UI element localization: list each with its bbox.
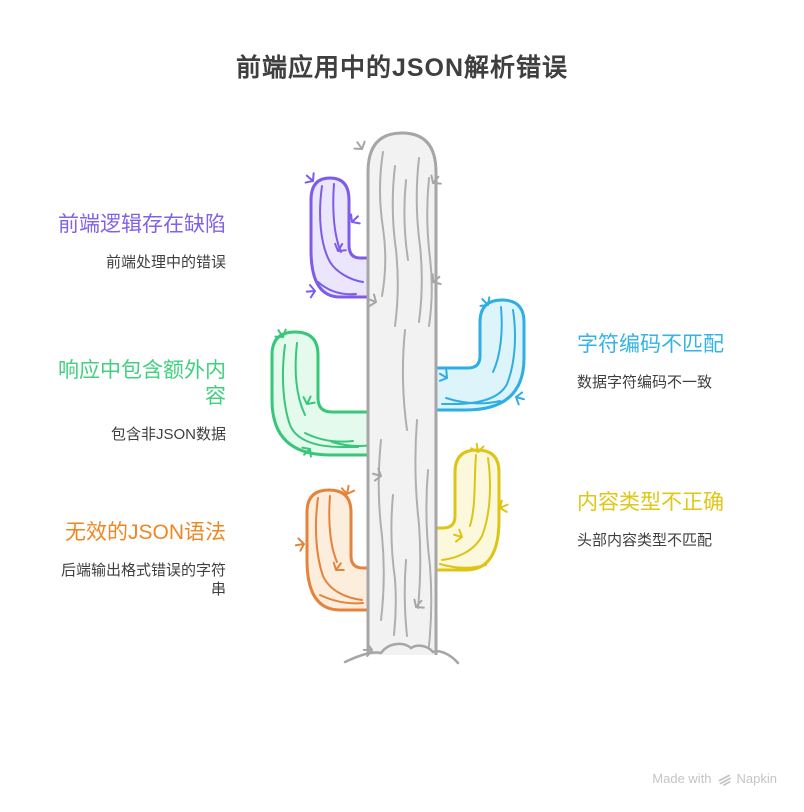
cactus-trunk-detail [377,151,433,647]
cactus-arm-yellow [428,442,510,572]
cactus-arm-cyan-detail [441,306,516,405]
cactus-arm-green [270,326,374,461]
cactus-arm-yellow-detail [439,454,491,569]
cactus-arm-green-body [270,330,374,457]
cactus-arm-orange [294,482,374,612]
label-frontend-logic-flaw-desc: 前端处理中的错误 [105,254,226,271]
cactus-arm-cyan-body [428,298,526,412]
page-title: 前端应用中的JSON解析错误 [235,54,569,82]
cactus-arm-purple-body [309,176,374,299]
label-wrong-content-type-heading: 内容类型不正确 [577,491,724,514]
label-extra-response-content-desc: 包含非JSON数据 [110,426,226,443]
label-extra-response-content: 响应中包含额外内 容 包含非JSON数据 [46,358,226,444]
label-charset-mismatch: 字符编码不匹配 数据字符编码不一致 [577,332,772,392]
cactus-arm-orange-detail [314,495,364,605]
cactus-arm-purple [301,170,374,299]
cactus-arm-orange-body [305,488,374,612]
made-with-text: Made with [652,771,712,786]
napkin-brand-text: Napkin [736,771,777,786]
made-with-napkin-attribution: Made with Napkin [652,771,777,786]
cactus-arm-green-detail [281,342,373,448]
label-invalid-json-syntax: 无效的JSON语法 后端输出格式错误的字符 串 [46,520,226,599]
label-frontend-logic-flaw-heading: 前端逻辑存在缺陷 [58,213,226,236]
ground-line [343,642,460,665]
cactus-trunk [366,131,438,655]
label-invalid-json-syntax-desc: 后端输出格式错误的字符 串 [60,562,226,598]
label-frontend-logic-flaw: 前端逻辑存在缺陷 前端处理中的错误 [46,212,226,272]
label-charset-mismatch-heading: 字符编码不匹配 [577,333,724,356]
label-invalid-json-syntax-heading: 无效的JSON语法 [64,521,226,544]
label-charset-mismatch-desc: 数据字符编码不一致 [577,374,713,391]
label-wrong-content-type: 内容类型不正确 头部内容类型不匹配 [577,490,772,550]
label-wrong-content-type-desc: 头部内容类型不匹配 [577,532,713,549]
napkin-logo-icon [718,774,731,786]
cactus-arm-cyan [428,294,528,412]
label-extra-response-content-heading: 响应中包含额外内 容 [58,359,226,408]
